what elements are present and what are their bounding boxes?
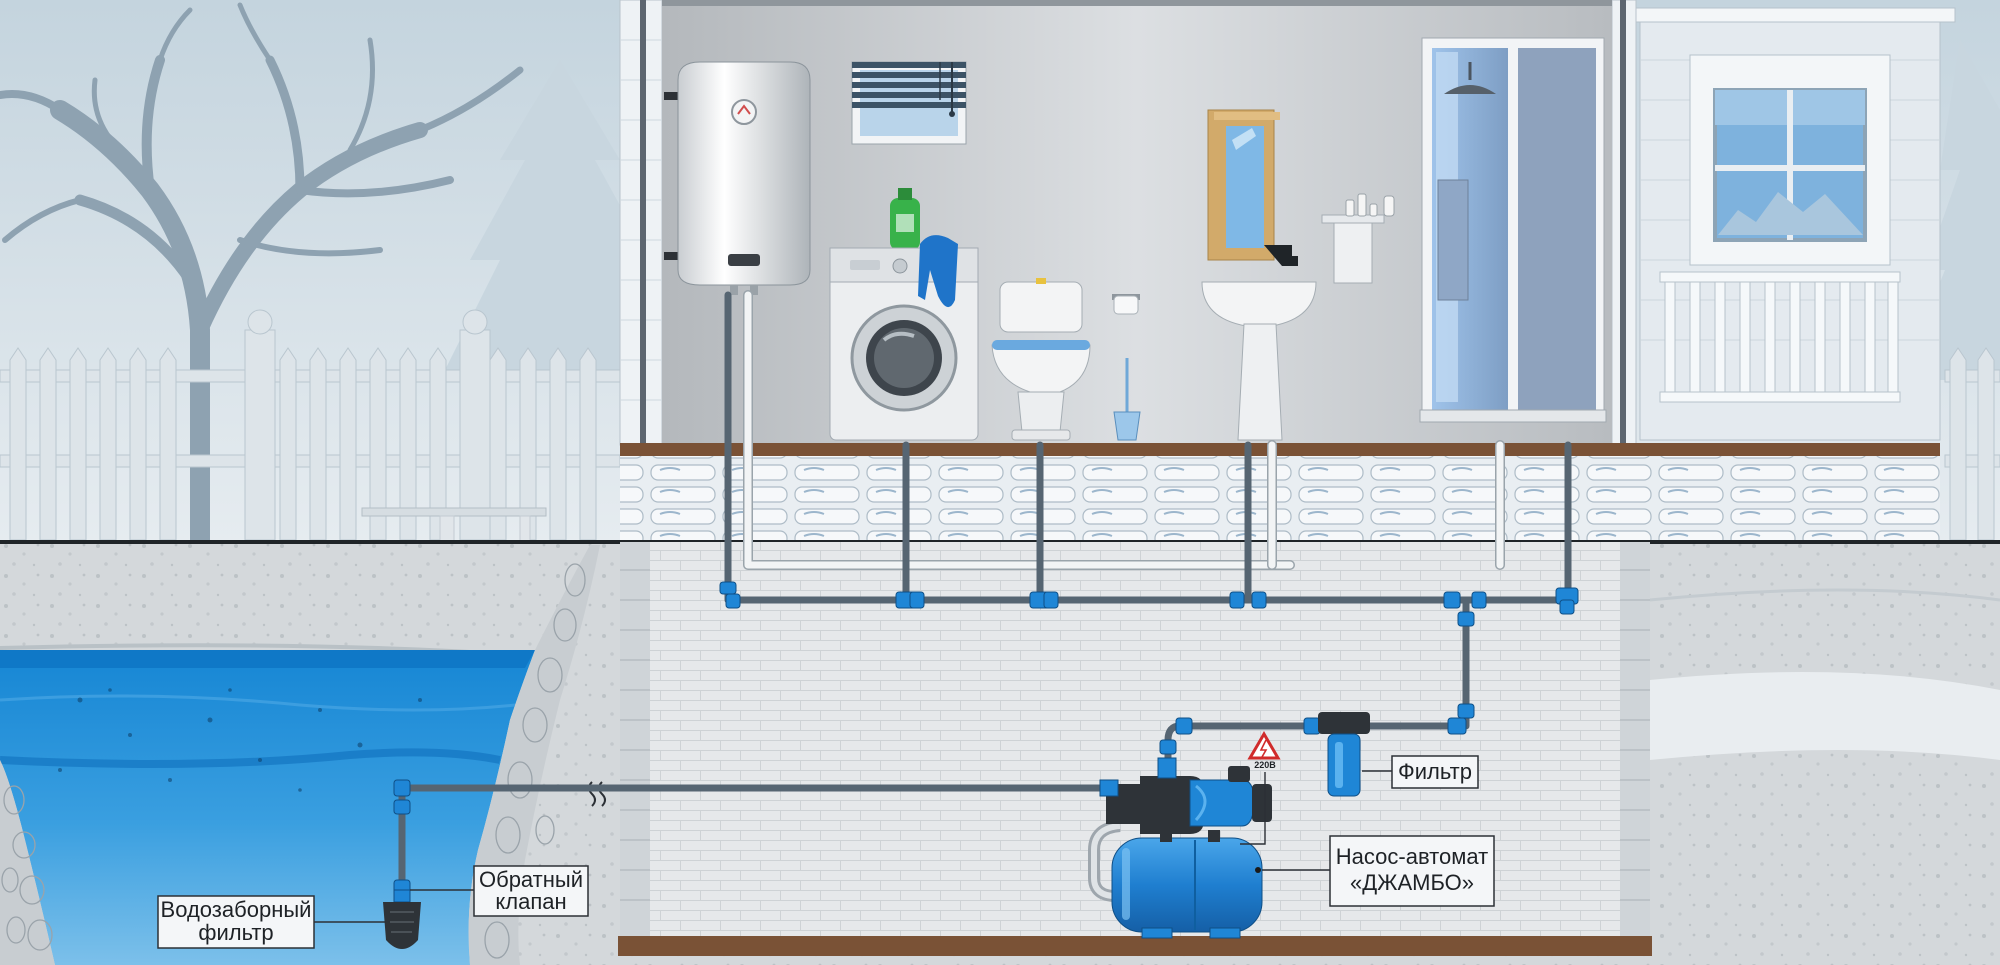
filter-label: Фильтр [1398,759,1472,784]
label-pump: Насос-автомат «ДЖАМБО» [1262,835,1495,907]
washing-machine [829,188,979,441]
pump-station [1088,757,1272,939]
intake-filter-device [383,889,421,949]
intake-filter-label-line1: Водозаборный [161,897,312,922]
pump-label-line2: «ДЖАМБО» [1350,870,1474,895]
voltage-label: 220В [1254,760,1276,770]
pump-label-line1: Насос-автомат [1336,844,1488,869]
shower-cabin [1419,37,1607,423]
neighbor-house [1624,7,1956,441]
toilet-brush [1113,358,1141,441]
toilet-paper-holder [1112,294,1140,315]
toilet [991,278,1091,441]
bare-tree [0,2,524,550]
check-valve-label-line1: Обратный [479,867,583,892]
bathroom-shelf [1321,193,1395,284]
water-heater [664,61,811,295]
mirror [1207,109,1280,261]
label-intake-filter: Водозаборный фильтр [157,895,386,949]
high-voltage-icon [1247,731,1281,760]
intake-filter-label-line2: фильтр [198,920,273,945]
power-cable [1240,772,1266,845]
washbasin [1201,245,1317,441]
filter-housing [1318,712,1370,797]
small-window-with-blinds [851,61,967,145]
pipe-network [393,290,1579,904]
picket-fence [0,309,2000,541]
label-check-valve: Обратный клапан [410,865,589,917]
label-filter: Фильтр [1362,755,1479,789]
check-valve-label-line2: клапан [495,889,566,914]
